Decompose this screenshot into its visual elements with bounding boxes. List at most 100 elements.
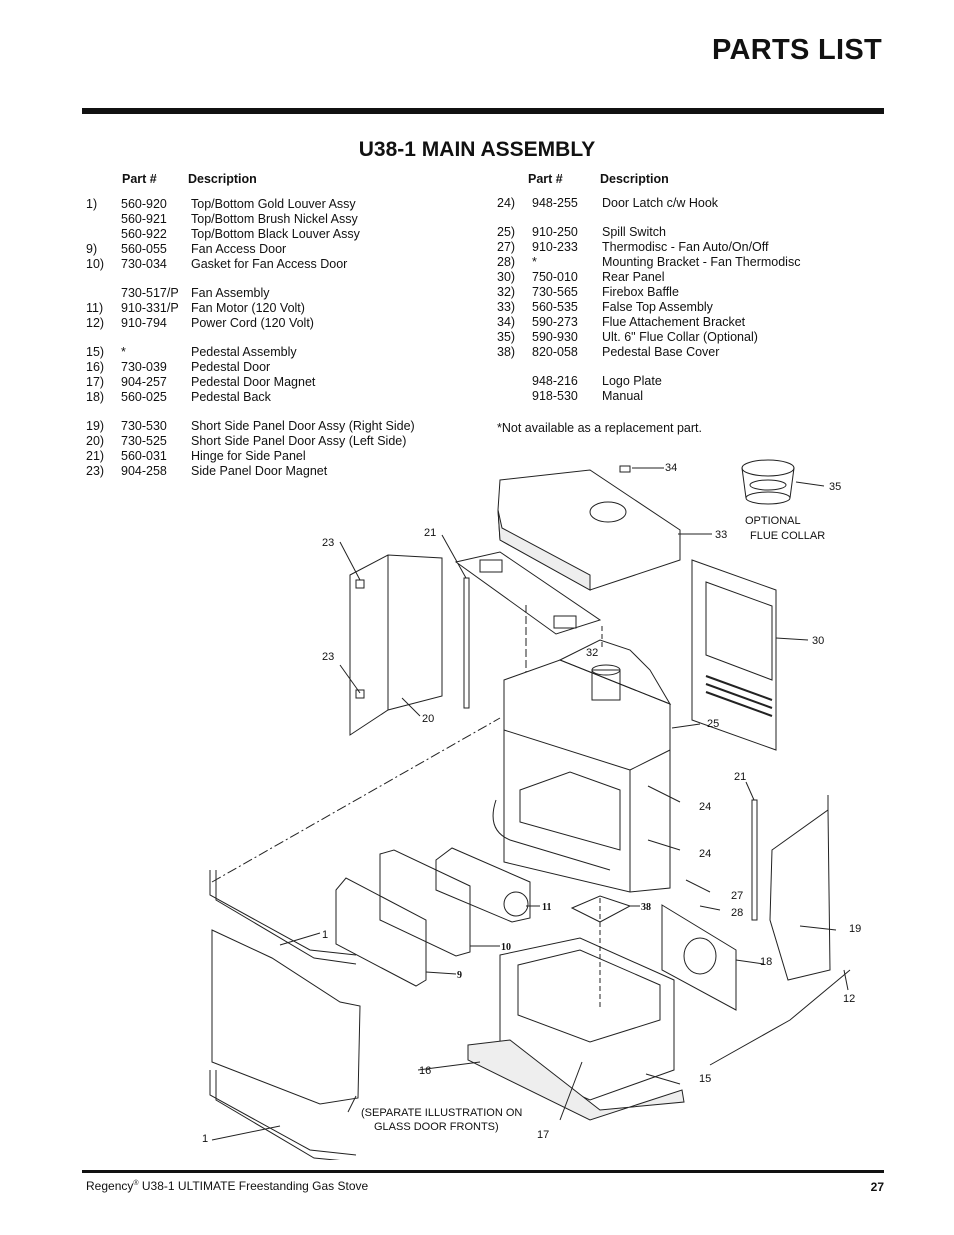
part-number: 560-921 — [121, 212, 167, 226]
part-description: Thermodisc - Fan Auto/On/Off — [602, 240, 769, 254]
fan-access-door — [335, 877, 427, 987]
part-number: 590-273 — [532, 315, 578, 329]
label-32: 32 — [586, 647, 598, 659]
footer-brand: Regency — [86, 1179, 134, 1193]
footer-product-name: U38-1 ULTIMATE Freestanding Gas Stove — [138, 1179, 369, 1193]
item-number: 24) — [497, 196, 516, 210]
part-number: 590-930 — [532, 330, 578, 344]
item-number: 27) — [497, 240, 516, 254]
label-23-bottom: 23 — [322, 651, 334, 663]
item-number: 32) — [497, 285, 516, 299]
part-number: 730-525 — [121, 434, 167, 448]
part-row: 21) 560-031 Hinge for Side Panel — [86, 449, 486, 464]
rear-panel — [691, 559, 777, 751]
part-number: 560-535 — [532, 300, 578, 314]
part-number: 560-031 — [121, 449, 167, 463]
label-flue-collar: FLUE COLLAR — [750, 530, 825, 542]
part-description: Spill Switch — [602, 225, 666, 239]
label-18: 18 — [760, 956, 772, 968]
item-number: 19) — [86, 419, 105, 433]
label-12: 12 — [843, 993, 855, 1005]
part-description: Short Side Panel Door Assy (Left Side) — [191, 434, 407, 448]
label-17: 17 — [537, 1129, 549, 1141]
part-description: Power Cord (120 Volt) — [191, 316, 314, 330]
item-number: 10) — [86, 257, 105, 271]
left-desc-header: Description — [188, 172, 257, 186]
power-cord — [709, 969, 851, 1066]
part-description: Pedestal Assembly — [191, 345, 297, 359]
label-1-bottom: 1 — [202, 1133, 208, 1145]
label-21-right: 21 — [734, 771, 746, 783]
part-description: Rear Panel — [602, 270, 665, 284]
pedestal-assembly — [467, 937, 685, 1121]
glass-door-front — [211, 929, 361, 1105]
label-separate-illustration: (SEPARATE ILLUSTRATION ON — [361, 1107, 522, 1119]
item-number: 34) — [497, 315, 516, 329]
part-number: 910-250 — [532, 225, 578, 239]
item-number: 18) — [86, 390, 105, 404]
part-description: Fan Motor (120 Volt) — [191, 301, 305, 315]
row-spacer — [497, 360, 877, 374]
part-description: Pedestal Door Magnet — [191, 375, 316, 389]
item-number: 9) — [86, 242, 98, 256]
label-30: 30 — [812, 635, 824, 647]
item-number: 20) — [86, 434, 105, 448]
page-title: PARTS LIST — [711, 34, 882, 66]
part-row: 560-921 Top/Bottom Brush Nickel Assy — [86, 212, 486, 227]
part-description: Top/Bottom Brush Nickel Assy — [191, 212, 358, 226]
part-number: 910-233 — [532, 240, 578, 254]
exploded-assembly-diagram: 34 35 OPTIONAL FLUE COLLAR 33 30 21 23 2… — [202, 459, 861, 1160]
right-side-panel-door — [769, 795, 831, 981]
item-number: 21) — [86, 449, 105, 463]
part-description: False Top Assembly — [602, 300, 713, 314]
section-title: U38-1 MAIN ASSEMBLY — [358, 138, 596, 161]
row-spacer — [497, 211, 877, 225]
part-number: 730-039 — [121, 360, 167, 374]
part-number: * — [532, 255, 537, 269]
part-number: 750-010 — [532, 270, 578, 284]
label-optional: OPTIONAL — [745, 515, 801, 527]
part-description: Fan Access Door — [191, 242, 287, 256]
fan-door-gasket — [379, 849, 471, 957]
part-row: 15)*Pedestal Assembly — [86, 345, 486, 360]
part-row: 28)*Mounting Bracket - Fan Thermodisc — [497, 255, 877, 270]
label-21-top: 21 — [424, 527, 436, 539]
part-description: Top/Bottom Gold Louver Assy — [191, 197, 356, 211]
part-description: Hinge for Side Panel — [191, 449, 306, 463]
label-20: 20 — [422, 713, 434, 725]
part-number: 730-530 — [121, 419, 167, 433]
part-row: 27) 910-233 Thermodisc - Fan Auto/On/Off — [497, 240, 877, 255]
left-side-panel-door — [349, 554, 443, 736]
item-number: 30) — [497, 270, 516, 284]
part-number: 918-530 — [532, 389, 578, 403]
label-glass-door-fronts: GLASS DOOR FRONTS) — [374, 1121, 499, 1133]
part-number: 904-257 — [121, 375, 167, 389]
part-description: Gasket for Fan Access Door — [191, 257, 348, 271]
item-number: 12) — [86, 316, 105, 330]
part-number: 730-565 — [532, 285, 578, 299]
label-27: 27 — [731, 890, 743, 902]
label-11: 11 — [542, 902, 551, 913]
part-number: 820-058 — [532, 345, 578, 359]
part-description: Fan Assembly — [191, 286, 270, 300]
label-34: 34 — [665, 462, 677, 474]
part-number: 560-920 — [121, 197, 167, 211]
label-10: 10 — [501, 942, 511, 953]
label-33: 33 — [715, 529, 727, 541]
false-top-assembly — [497, 469, 681, 591]
label-28: 28 — [731, 907, 743, 919]
label-38: 38 — [641, 902, 651, 913]
firebox-baffle — [454, 551, 602, 635]
left-hinge — [463, 577, 470, 709]
